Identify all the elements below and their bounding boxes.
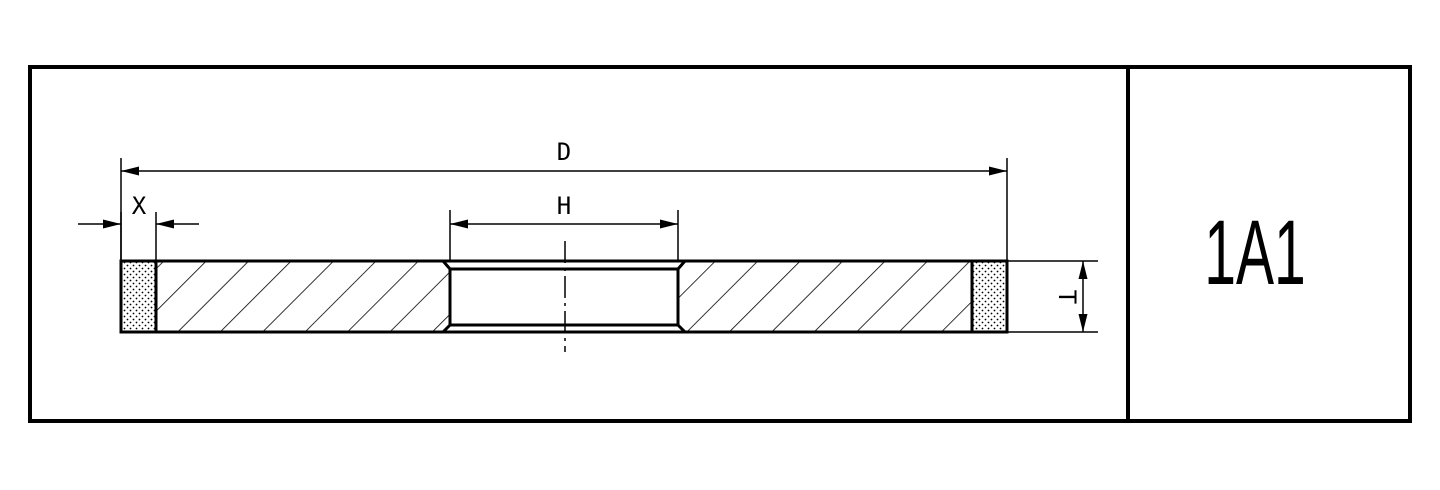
left-body-section — [154, 259, 452, 334]
right-body-section — [676, 259, 974, 334]
label-t: T — [1053, 290, 1081, 304]
title-frame — [28, 65, 1412, 423]
dimension-h: H — [449, 192, 679, 261]
dimension-x: X — [78, 192, 199, 261]
label-h: H — [557, 192, 571, 220]
right-abrasive-layer — [970, 259, 1009, 334]
left-abrasive-layer — [119, 259, 158, 334]
label-x: X — [132, 192, 147, 220]
wheel-cross-section — [119, 241, 1009, 352]
wheel-code: 1A1 — [1204, 202, 1305, 304]
label-d: D — [557, 138, 571, 166]
dimension-t: T — [1007, 260, 1098, 333]
